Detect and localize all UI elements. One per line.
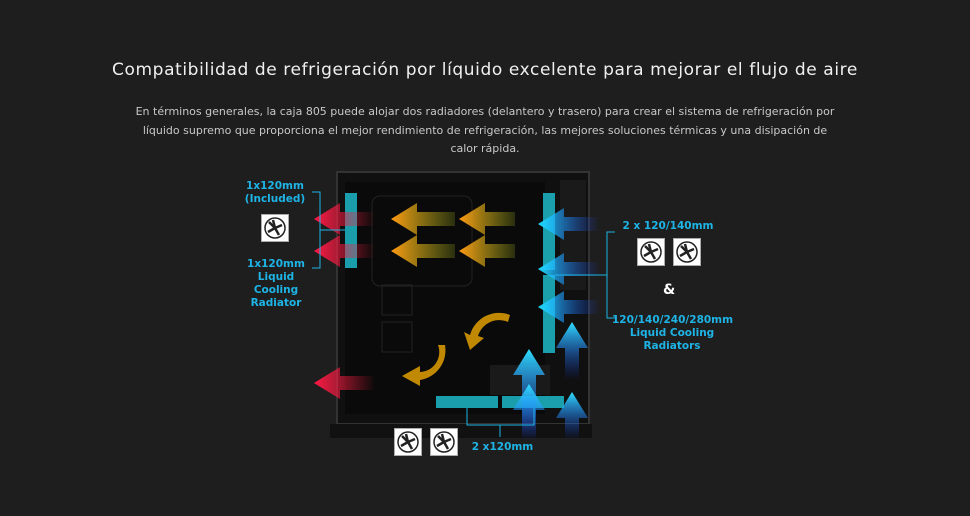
fan-icon — [261, 214, 289, 242]
fan-icon — [430, 428, 458, 456]
fan-icon — [394, 428, 422, 456]
bracket-lines — [312, 191, 615, 437]
section-title: Compatibilidad de refrigeración por líqu… — [112, 60, 858, 80]
rear-fan-label: 1x120mm (Included) — [244, 180, 306, 205]
fan-icon — [637, 238, 665, 266]
intake-arrows — [513, 208, 600, 440]
front-fans-label: 2 x 120/140mm — [622, 220, 714, 232]
front-radiators-label: 120/140/240/280mm Liquid Cooling Radiato… — [612, 314, 734, 352]
ampersand: & — [663, 282, 676, 298]
fan-icon — [673, 238, 701, 266]
exhaust-arrows — [314, 203, 515, 399]
section-description: En términos generales, la caja 805 puede… — [135, 105, 835, 155]
bottom-fans-label: 2 x120mm — [471, 441, 534, 453]
rear-radiator-label: 1x120mm Liquid Cooling Radiator — [247, 258, 305, 309]
